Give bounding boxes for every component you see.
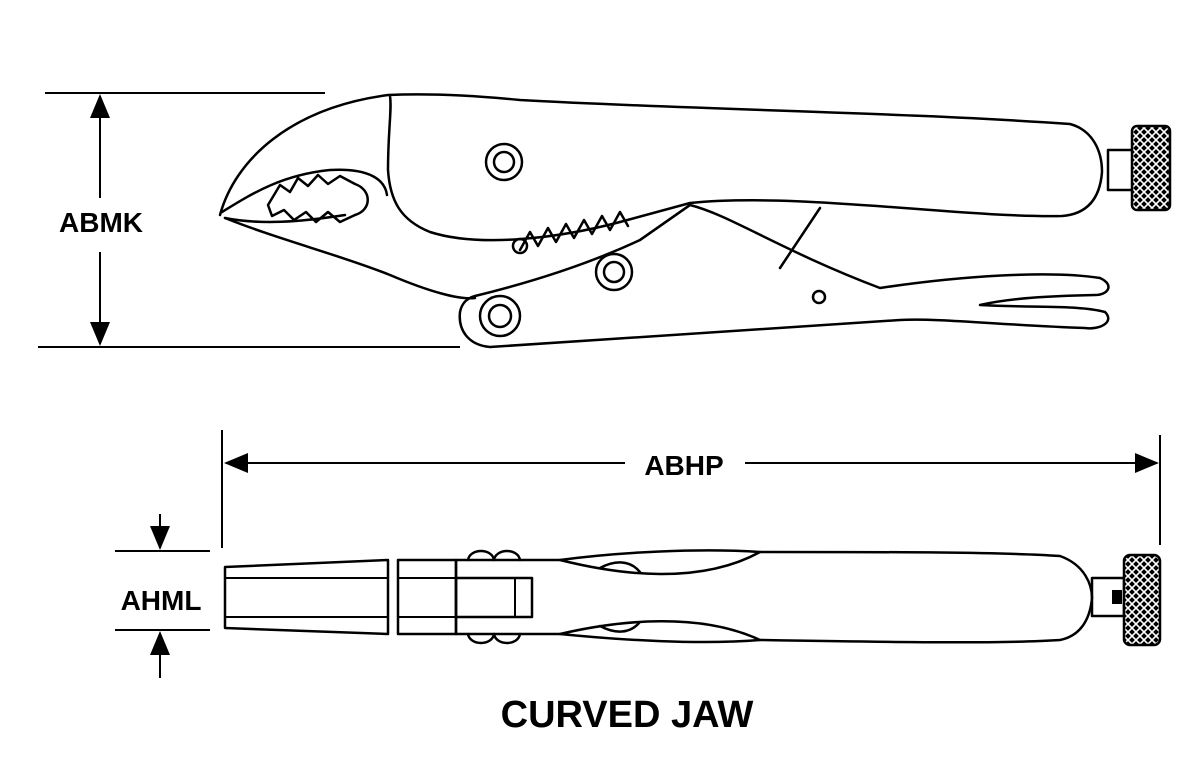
jaw-teeth xyxy=(266,173,369,224)
dimension-label-ahml: AHML xyxy=(121,585,202,616)
side-handle xyxy=(454,549,1094,644)
side-jaw-link xyxy=(396,558,458,636)
dimension-ahml: AHML xyxy=(115,514,210,678)
lower-handle-rib xyxy=(638,203,822,270)
rivet-icon xyxy=(484,142,524,182)
ratchet-teeth xyxy=(518,210,630,252)
side-jaw xyxy=(223,558,390,636)
lower-jaw xyxy=(223,216,477,300)
side-handle-curve xyxy=(558,550,762,642)
release-pin xyxy=(811,289,827,305)
side-knurled-knob xyxy=(1122,553,1162,647)
upper-jaw-inner xyxy=(220,168,389,224)
dimension-abmk: ABMK xyxy=(38,92,460,348)
pliers-top-view xyxy=(218,93,1172,349)
pliers-side-view xyxy=(223,549,1162,647)
knurled-knob xyxy=(1130,124,1172,212)
rivet-icon xyxy=(594,252,634,292)
adjusting-screw xyxy=(1106,148,1136,192)
diagram-caption: CURVED JAW xyxy=(501,694,754,736)
side-pivot-block xyxy=(454,576,534,619)
pivot-pin xyxy=(511,237,529,255)
dimension-label-abmk: ABMK xyxy=(59,207,143,238)
dimension-abhp: ABHP xyxy=(221,430,1161,548)
dimension-label-abhp: ABHP xyxy=(644,450,723,481)
lower-handle xyxy=(458,203,1110,349)
upper-handle xyxy=(218,93,1104,242)
rivet-icon xyxy=(478,294,522,338)
side-screw-tip xyxy=(1112,590,1122,604)
side-rivet-heads xyxy=(466,549,522,645)
